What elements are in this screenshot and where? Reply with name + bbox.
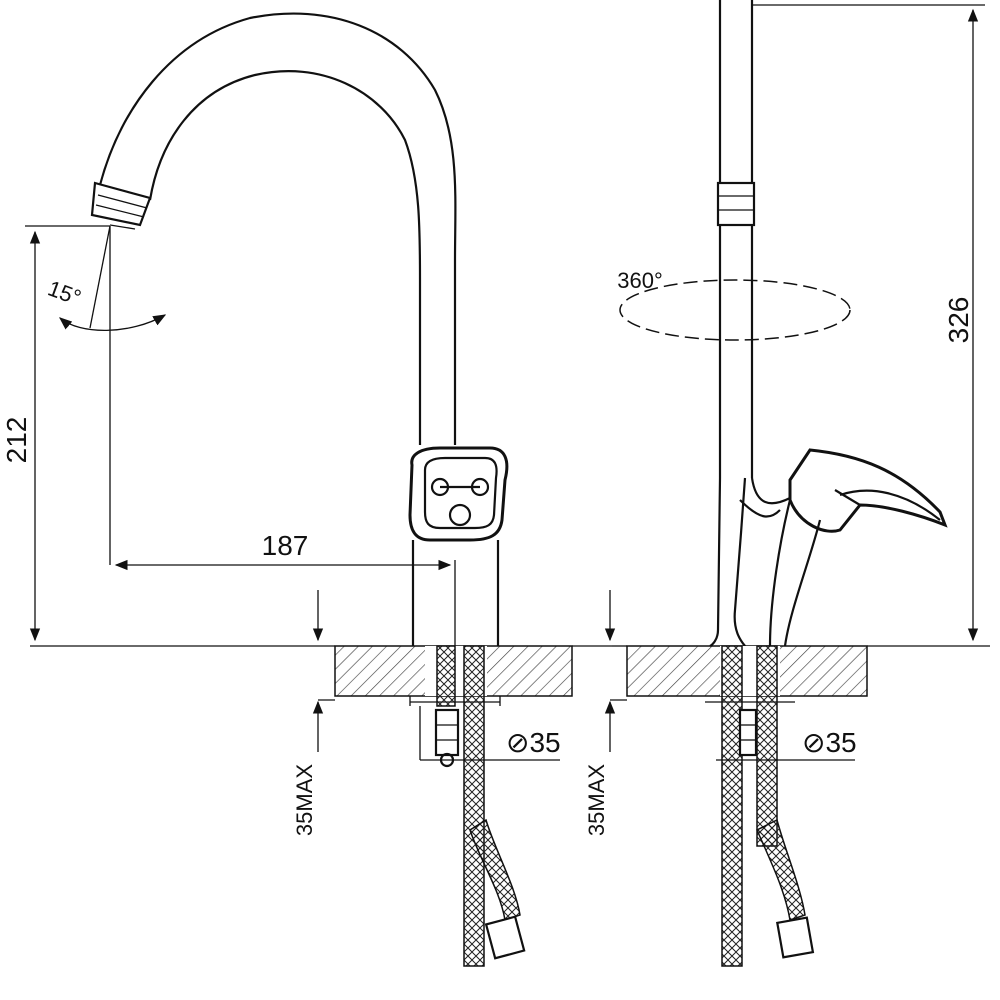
- rotation-ellipse: [619, 279, 851, 341]
- side-hose: [721, 645, 743, 967]
- dim-height-212: 212: [1, 417, 32, 464]
- front-spout: [90, 12, 457, 445]
- dim-reach-187: 187: [262, 530, 309, 561]
- front-view: [30, 12, 612, 967]
- front-aerator: [90, 181, 152, 227]
- dim-height-326: 326: [943, 297, 974, 344]
- side-dimensions: 326 35MAX ⊘35: [584, 4, 985, 836]
- front-mount-nut: [434, 708, 460, 757]
- dim-hole-35-side: ⊘35: [802, 727, 857, 758]
- dim-angle-15: 15°: [45, 276, 85, 311]
- side-spout: [716, 0, 756, 478]
- side-handle: [788, 448, 948, 533]
- dim-hole-35-front: ⊘35: [506, 727, 561, 758]
- side-mount-nut: [738, 708, 758, 757]
- front-dimensions: 212 15° 187 35MAX ⊘35: [1, 225, 561, 836]
- side-aerator: [716, 181, 756, 227]
- dim-mount-35max-front: 35MAX: [292, 764, 317, 836]
- side-body: [709, 477, 822, 647]
- side-view: 360°: [612, 0, 990, 967]
- front-handle: [408, 446, 509, 542]
- front-body: [411, 540, 500, 646]
- front-hose: [463, 645, 485, 967]
- dim-rotation-360: 360°: [617, 268, 663, 293]
- dim-mount-35max-side: 35MAX: [584, 764, 609, 836]
